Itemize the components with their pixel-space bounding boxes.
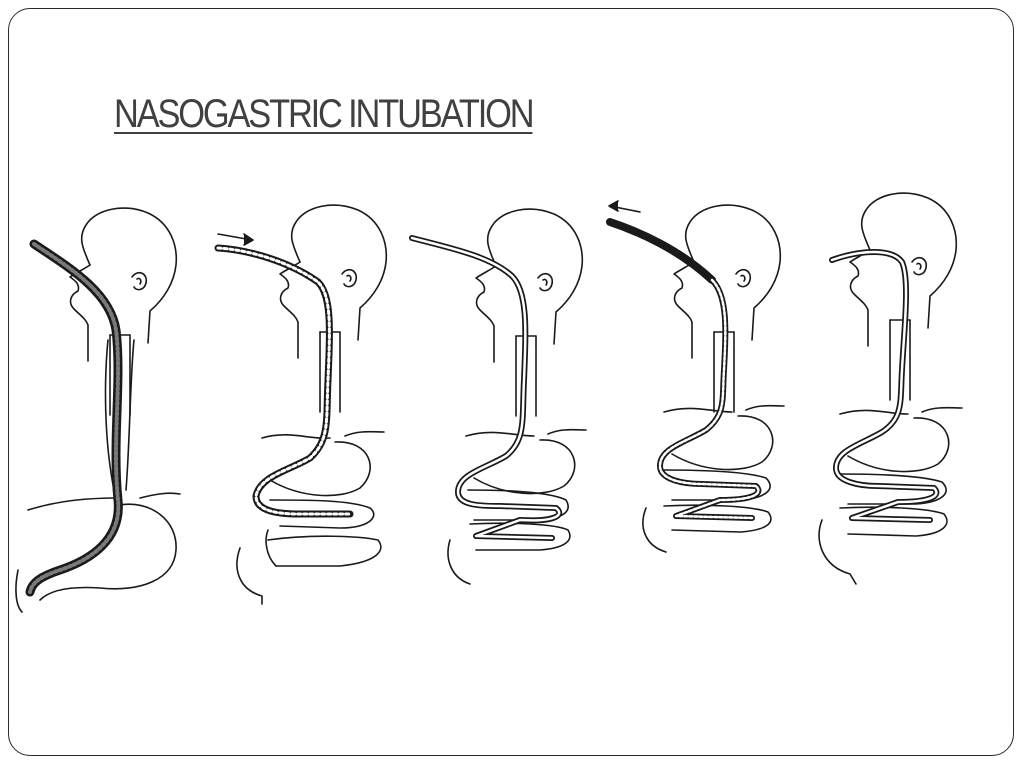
slide-title: NASOGASTRIC INTUBATION (114, 92, 535, 136)
panel-4-diagram (606, 200, 785, 553)
slide-frame (8, 8, 1014, 756)
panel-5-diagram (818, 192, 963, 585)
panel-2-diagram (214, 204, 388, 605)
panel-3-diagram (409, 208, 587, 585)
panel-1-diagram (15, 207, 181, 613)
